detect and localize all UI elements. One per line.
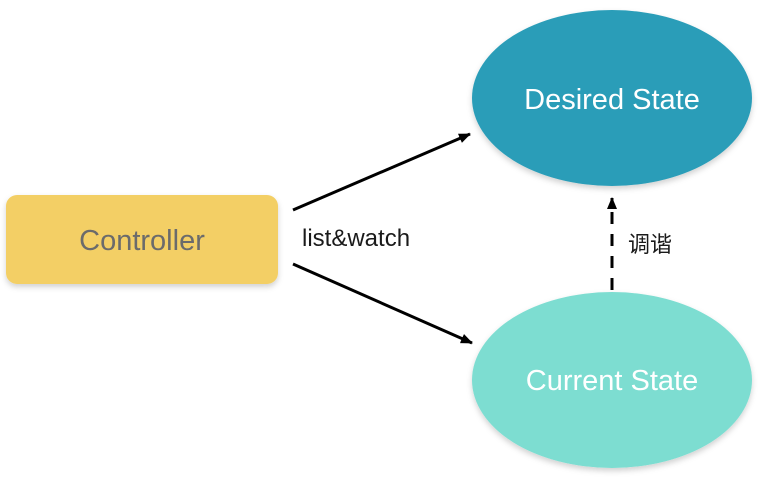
current-state-ellipse — [472, 292, 752, 468]
arrow-controller-to-desired — [292, 132, 471, 212]
controller-node: Controller — [6, 195, 278, 284]
reconcile-label: 调谐 — [628, 233, 672, 258]
desired-state-node: Desired State — [472, 10, 752, 186]
current-state-label: Current State — [526, 365, 698, 397]
controller-label: Controller — [79, 225, 205, 257]
current-state-node: Current State — [472, 292, 752, 468]
desired-state-label: Desired State — [524, 84, 700, 116]
desired-state-ellipse — [472, 10, 752, 186]
list-watch-label: list&watch — [302, 225, 410, 252]
arrow-controller-to-current — [292, 262, 473, 345]
controller-box — [6, 195, 278, 284]
